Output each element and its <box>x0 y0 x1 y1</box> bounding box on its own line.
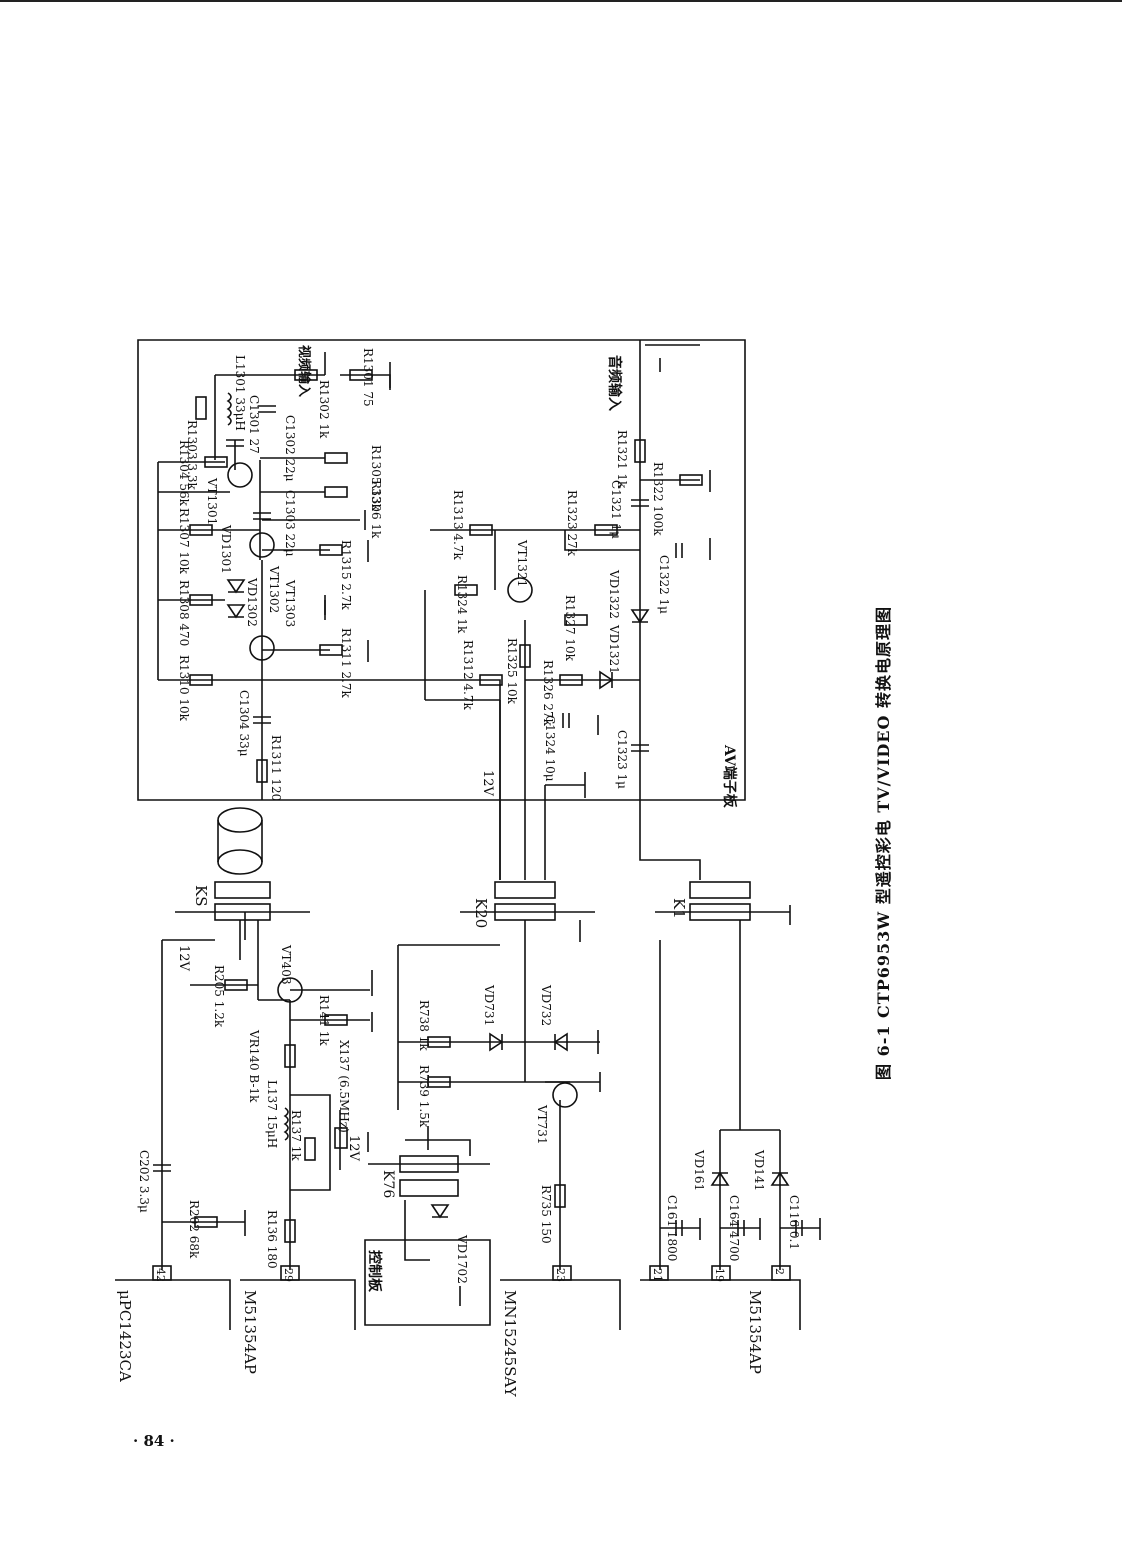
label-pin-19: 19 <box>713 1268 726 1282</box>
label-r1308: R1308 470 <box>177 580 191 646</box>
label-ic-upc1423ca: μPC1423CA <box>116 1290 134 1382</box>
label-r1304: R1304 56k <box>177 440 191 507</box>
label-ic-m51354ap-left: M51354AP <box>241 1290 259 1374</box>
figure-caption: 图 6-1 CTP6953W 型遥控彩电 TV/VIDEO 转换电原理图 <box>830 606 893 1080</box>
label-audio-in: 音频输入 <box>606 355 623 411</box>
label-r1327: R1327 10k <box>563 595 577 662</box>
label-c1322: C1322 1μ <box>657 555 671 614</box>
label-pin-2: 2 <box>773 1268 786 1275</box>
label-pin-29: 29 <box>282 1268 295 1282</box>
page-top-rule <box>0 0 1122 2</box>
label-pin-21: 21 <box>651 1268 664 1282</box>
label-vt1321: VT1321 <box>515 539 529 587</box>
label-r1324: R1324 1k <box>455 575 469 634</box>
label-connector-k76: K76 <box>380 1170 396 1198</box>
label-vd1322: VD1322 <box>607 569 621 619</box>
label-12v-top: 12V <box>176 945 191 972</box>
label-vt731: VT731 <box>535 1104 549 1145</box>
label-c164: C164 4700 <box>727 1195 741 1261</box>
label-r1326: R1326 27k <box>541 660 555 727</box>
label-c1321: C1321 1μ <box>609 480 623 539</box>
label-r1315: R1315 2.7k <box>339 540 353 610</box>
label-r1301: R1301 75 <box>361 348 375 407</box>
label-r1322: R1322 100k <box>651 462 665 536</box>
label-vd161: VD161 <box>692 1149 706 1191</box>
label-ic-m51354ap-right: M51354AP <box>746 1290 764 1374</box>
label-c1301: C1301 27 <box>247 395 261 454</box>
label-vr140: VR140 B-1k <box>247 1029 261 1103</box>
label-r137: R137 1k <box>289 1110 303 1161</box>
label-l137: L137 15μH <box>265 1080 279 1148</box>
label-r1302: R1302 1k <box>317 380 331 439</box>
label-r1323: R1323 27k <box>565 490 579 557</box>
label-vt1301: VT1301 <box>205 477 219 525</box>
label-vd1321: VD1321 <box>607 624 621 674</box>
label-r735: R735 150 <box>539 1185 553 1244</box>
label-r1307: R1307 10k <box>177 508 191 575</box>
label-r1321: R1321 1k <box>615 430 629 489</box>
label-vt403: VT403 <box>279 944 293 985</box>
label-av-board: AV端子板 <box>721 744 738 809</box>
label-c1303: C1303 22μ <box>283 490 297 557</box>
label-r1310: R1310 10k <box>177 655 191 722</box>
label-c1323: C1323 1μ <box>615 730 629 789</box>
label-12v-bottom: 12V <box>346 1135 361 1162</box>
label-r1312: R1312 4.7k <box>461 640 475 710</box>
label-r205: R205 1.2k <box>212 965 226 1028</box>
label-control-board: 控制板 <box>366 1250 383 1293</box>
label-c161: C161 1800 <box>665 1195 679 1261</box>
figure-caption-text: 图 6-1 CTP6953W 型遥控彩电 TV/VIDEO 转换电原理图 <box>874 605 893 1080</box>
label-pin-42: 42 <box>154 1268 167 1282</box>
label-vd1301: VD1301 <box>219 524 233 574</box>
label-ic-mn15245say: MN15245SAY <box>501 1290 519 1398</box>
label-vt1303: VT1303 <box>283 579 297 627</box>
page-number: · 84 · <box>133 1432 175 1450</box>
label-r141: R141 1k <box>317 995 331 1046</box>
label-connector-ks: KS <box>192 885 210 906</box>
label-connector-k20: K20 <box>472 898 490 928</box>
label-r1306: R1306 1k <box>369 480 383 539</box>
label-x137: X137 (6.5MHz) <box>337 1040 351 1133</box>
label-r1305: R1305 33k <box>369 445 383 512</box>
label-c202: C202 3.3μ <box>137 1150 151 1213</box>
label-vd1702: VD1702 <box>455 1234 469 1284</box>
label-r1311-a: R1311 2.7k <box>339 628 353 698</box>
label-c1324: C1324 10μ <box>543 715 557 782</box>
label-r739: R739 1.5k <box>417 1065 431 1128</box>
label-r136: R136 180 <box>265 1210 279 1269</box>
label-pin-23: 23 <box>554 1268 567 1282</box>
label-l1301: L1301 33μH <box>233 355 247 431</box>
label-vt1302: VT1302 <box>267 565 281 613</box>
label-vd732: VD732 <box>539 984 553 1026</box>
label-r1311-b: R1311 120 <box>269 735 283 801</box>
label-c1304: C1304 33μ <box>237 690 251 757</box>
label-c116: C116 0.1 <box>787 1195 801 1250</box>
label-vd1302: VD1302 <box>245 577 259 627</box>
label-r1303: R1303 3.3k <box>185 420 199 490</box>
label-r1325: R1325 10k <box>505 638 519 705</box>
label-vd731: VD731 <box>482 984 496 1026</box>
label-r202: R202 68k <box>187 1200 201 1259</box>
label-video-in: 视频输入 <box>296 345 312 397</box>
label-vd141: VD141 <box>752 1149 766 1191</box>
label-connector-k1: K1 <box>670 898 688 919</box>
label-c1302: C1302 22μ <box>283 415 297 482</box>
label-r1313: R1313 4.7k <box>451 490 465 560</box>
av-board-outline <box>137 339 746 801</box>
label-r738: R738 1k <box>417 1000 431 1051</box>
label-12v-mid: 12V <box>480 770 495 797</box>
